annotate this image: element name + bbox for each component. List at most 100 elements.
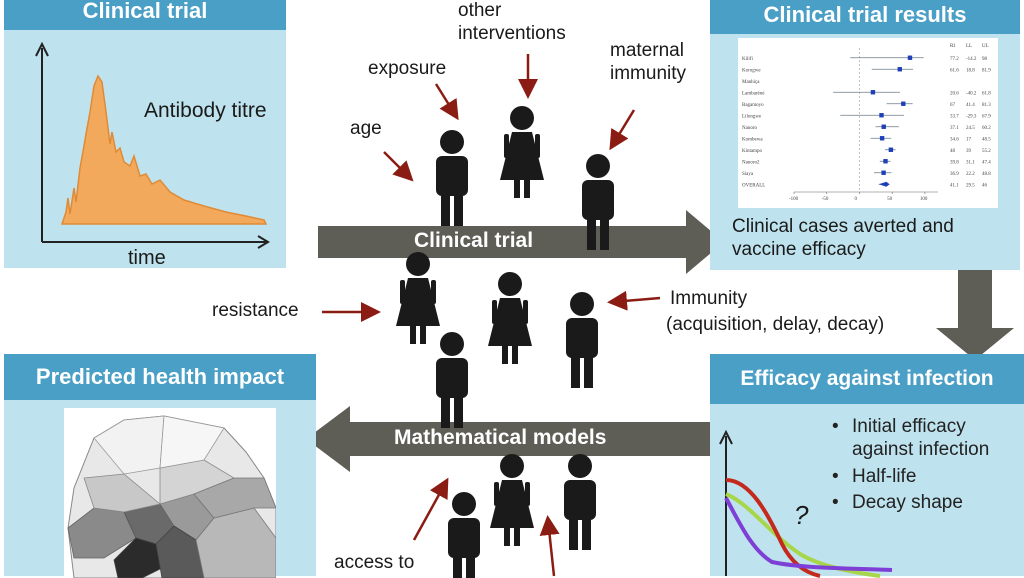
forest-site-label: Manhiça bbox=[742, 80, 760, 85]
person-icon bbox=[448, 492, 480, 578]
forest-value-label: 98 bbox=[982, 57, 988, 62]
forest-value-label: 29.5 bbox=[966, 183, 975, 188]
health-impact-panel-title: Predicted health impact bbox=[4, 354, 316, 400]
forest-point bbox=[883, 159, 888, 164]
forest-value-label: 48.8 bbox=[982, 172, 991, 177]
forest-x-tick-label: -100 bbox=[789, 197, 799, 202]
forest-site-label: Kilifi bbox=[742, 57, 753, 62]
mathematical-models-arrow-label: Mathematical models bbox=[394, 426, 607, 449]
forest-x-tick-label: 100 bbox=[920, 197, 928, 202]
antibody-titre-label: Antibody titre bbox=[144, 99, 267, 122]
person-icon bbox=[396, 252, 440, 344]
forest-value-label: 34.6 bbox=[950, 137, 959, 142]
forest-value-label: 81.3 bbox=[982, 103, 991, 108]
efficacy-parameter-list: Initial efficacy against infection Half-… bbox=[830, 416, 1024, 519]
decay-curve-red bbox=[725, 478, 821, 578]
access-to-arrow bbox=[412, 477, 449, 541]
forest-site-label: Nanoro bbox=[742, 126, 757, 131]
forest-value-label: 36.9 bbox=[950, 172, 959, 177]
forest-point bbox=[879, 136, 885, 141]
forest-value-label: 46 bbox=[982, 183, 988, 188]
forest-point bbox=[870, 90, 876, 95]
forest-header-label: UL bbox=[982, 44, 989, 49]
forest-point bbox=[879, 113, 884, 118]
mathematical-models-arrow bbox=[306, 406, 712, 472]
forest-point bbox=[907, 55, 913, 60]
forest-value-label: -29.3 bbox=[966, 114, 977, 119]
forest-point bbox=[888, 147, 894, 152]
forest-value-label: 39 bbox=[966, 149, 972, 154]
efficacy-bullet: Initial efficacy against infection bbox=[830, 416, 1024, 462]
factor-access-to: access to bbox=[334, 552, 415, 573]
forest-value-label: 81.9 bbox=[982, 68, 991, 73]
forest-site-label: Bagamoyo bbox=[742, 103, 764, 108]
person-icon bbox=[582, 154, 614, 250]
forest-value-label: 39.8 bbox=[950, 160, 959, 165]
antibody-titre-plot bbox=[35, 41, 270, 249]
forest-header-label: LL bbox=[966, 44, 972, 49]
forest-x-tick-label: 50 bbox=[887, 197, 893, 202]
forest-value-label: 48 bbox=[950, 149, 956, 154]
forest-value-label: 17 bbox=[966, 137, 972, 142]
forest-value-label: 77.2 bbox=[950, 57, 959, 62]
forest-site-label: Lilongwe bbox=[742, 114, 762, 119]
forest-value-label: 55.2 bbox=[982, 149, 991, 154]
clinical-trial-panel-title: Clinical trial bbox=[4, 0, 286, 30]
forest-value-label: -14.2 bbox=[966, 57, 977, 62]
results-to-efficacy-arrow bbox=[936, 270, 1014, 360]
health-impact-panel: Predicted health impact bbox=[4, 354, 316, 578]
forest-value-label: 22.2 bbox=[966, 172, 975, 177]
efficacy-question-mark: ? bbox=[794, 500, 809, 530]
forest-value-label: 61.6 bbox=[950, 68, 959, 73]
trial-results-caption: Clinical cases averted and vaccine effic… bbox=[732, 216, 954, 260]
factor-exposure: exposure bbox=[368, 58, 447, 79]
forest-site-label: Siaya bbox=[742, 172, 754, 177]
time-axis-label: time bbox=[128, 247, 166, 269]
forest-value-label: 61.8 bbox=[982, 91, 991, 96]
factor-other-interventions: other interventions bbox=[458, 0, 566, 44]
forest-site-label: OVERALL bbox=[742, 183, 765, 188]
person-icon bbox=[566, 292, 598, 388]
forest-site-label: Lambaréné bbox=[742, 91, 765, 96]
forest-value-label: 48.5 bbox=[982, 137, 991, 142]
forest-value-label: 24.5 bbox=[966, 126, 975, 131]
forest-value-label: 20.6 bbox=[950, 91, 959, 96]
efficacy-bullet: Decay shape bbox=[830, 492, 1024, 515]
forest-header-label: RI bbox=[950, 44, 955, 49]
forest-value-label: 60.2 bbox=[982, 126, 991, 131]
forest-point bbox=[881, 124, 886, 129]
clinical-trial-arrow-label: Clinical trial bbox=[414, 229, 534, 252]
antibody-titre-curve bbox=[60, 74, 268, 225]
efficacy-panel-title: Efficacy against infection bbox=[710, 354, 1024, 404]
forest-value-label: 47.4 bbox=[982, 160, 991, 165]
person-icon bbox=[490, 454, 534, 546]
maternal-immunity-arrow bbox=[609, 109, 636, 151]
immunity-arrow bbox=[607, 290, 661, 311]
africa-map-svg bbox=[67, 415, 276, 578]
person-icon bbox=[500, 106, 544, 198]
forest-value-label: 33.7 bbox=[950, 114, 959, 119]
factor-maternal-immunity: maternal immunity bbox=[610, 40, 687, 84]
forest-site-label: Kintampo bbox=[742, 149, 762, 154]
forest-x-tick-label: -50 bbox=[822, 197, 829, 202]
africa-map bbox=[64, 408, 276, 578]
bottom-factor-arrow bbox=[539, 515, 560, 577]
forest-value-label: 67 bbox=[950, 103, 956, 108]
efficacy-bullet: Half-life bbox=[830, 466, 1024, 489]
forest-value-label: 41.1 bbox=[950, 183, 959, 188]
decay-curve-purple bbox=[724, 497, 893, 572]
factor-immunity-detail: (acquisition, delay, decay) bbox=[666, 314, 885, 335]
person-icon bbox=[436, 332, 468, 428]
forest-site-label: Nanoro2 bbox=[742, 160, 760, 165]
forest-site-label: Kombewa bbox=[742, 137, 763, 142]
forest-point bbox=[901, 101, 906, 106]
decay-curve-green bbox=[725, 492, 881, 578]
factor-resistance: resistance bbox=[212, 300, 299, 321]
forest-site-label: Korogwe bbox=[742, 68, 761, 73]
person-icon bbox=[488, 272, 532, 364]
factor-immunity: Immunity bbox=[670, 288, 748, 309]
